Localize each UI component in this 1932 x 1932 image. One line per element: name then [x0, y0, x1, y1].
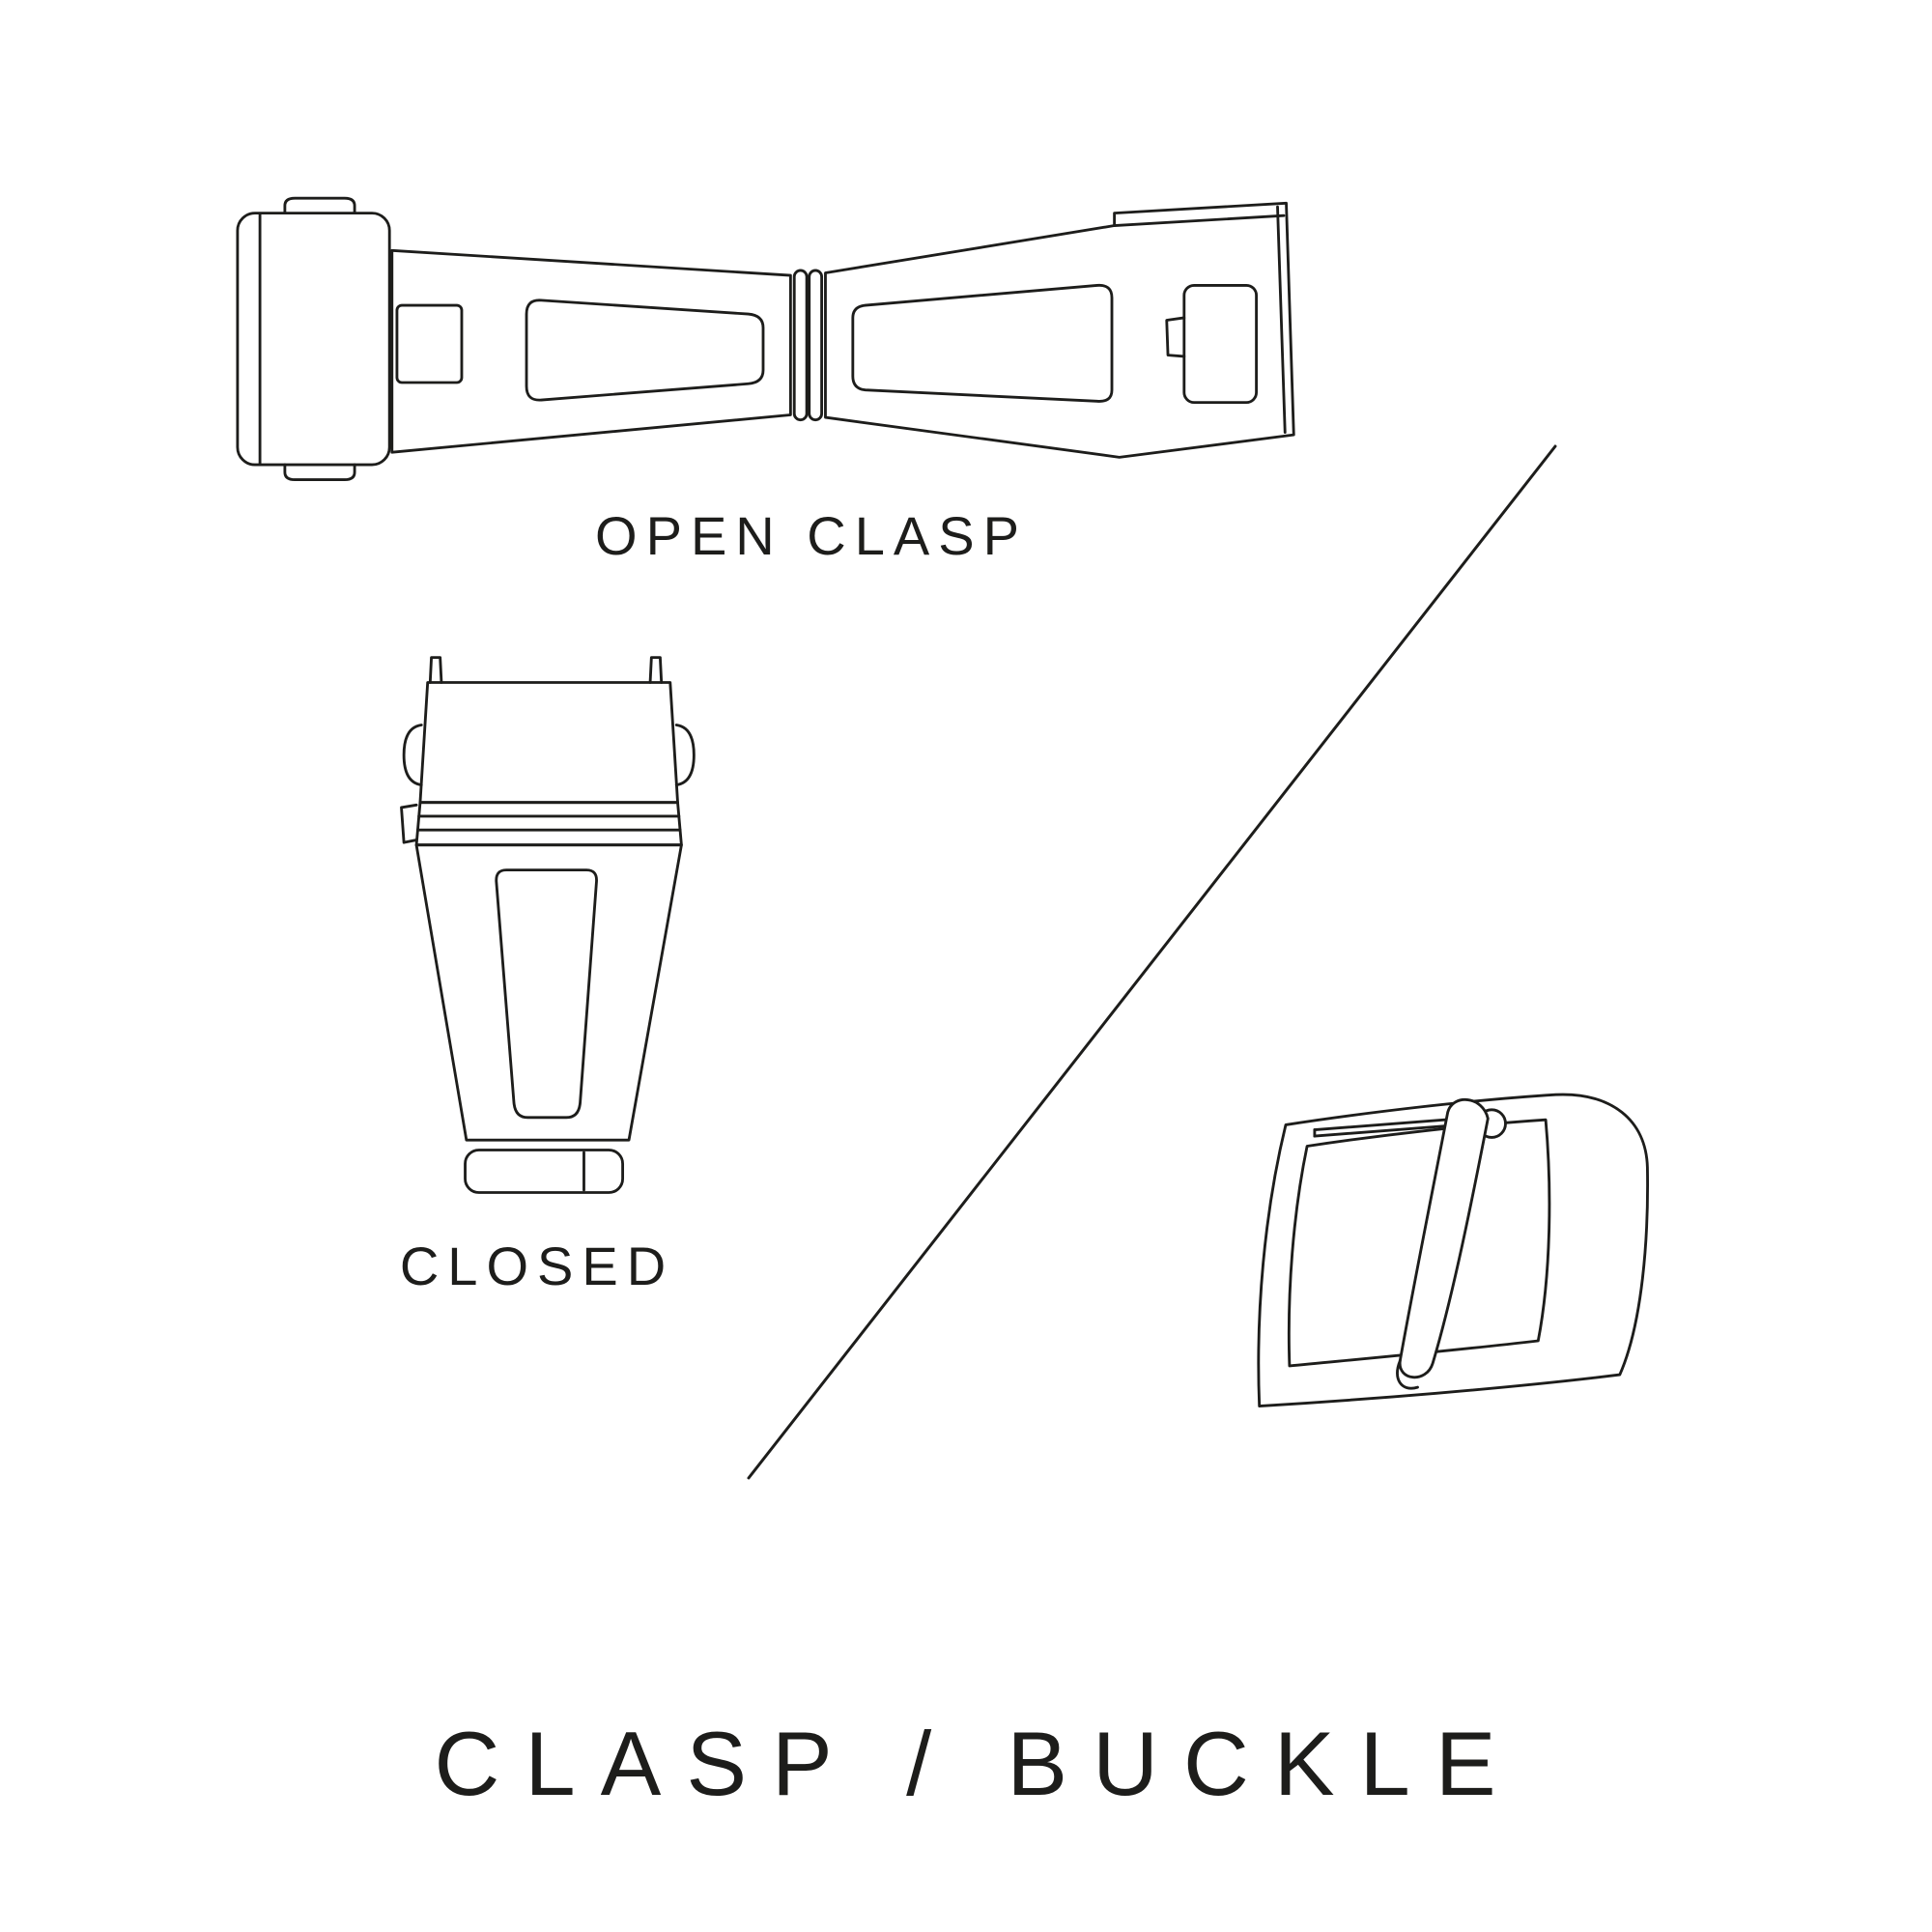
page-title: CLASP / BUCKLE	[434, 1713, 1521, 1814]
buckle-drawing	[1257, 1093, 1649, 1408]
open-clasp-drawing	[236, 196, 1295, 481]
clasp-right-blade	[824, 201, 1295, 459]
clasp-prong-left	[428, 656, 443, 684]
buckle-pin	[1396, 1097, 1490, 1390]
clasp-center-hinge	[792, 269, 824, 422]
clasp-prong-right	[648, 656, 664, 684]
clasp-end-cap	[464, 1149, 625, 1194]
clasp-left-blade	[390, 248, 792, 454]
clasp-body	[414, 843, 683, 1142]
open-clasp-label: OPEN CLASP	[595, 505, 1028, 566]
buckle-illustration	[1241, 1077, 1657, 1434]
open-clasp-illustration	[227, 193, 1299, 491]
closed-clasp-label: CLOSED	[399, 1236, 675, 1296]
closed-clasp-illustration	[386, 655, 705, 1204]
clasp-left-end-link	[236, 196, 391, 481]
closed-clasp-drawing	[400, 656, 696, 1194]
